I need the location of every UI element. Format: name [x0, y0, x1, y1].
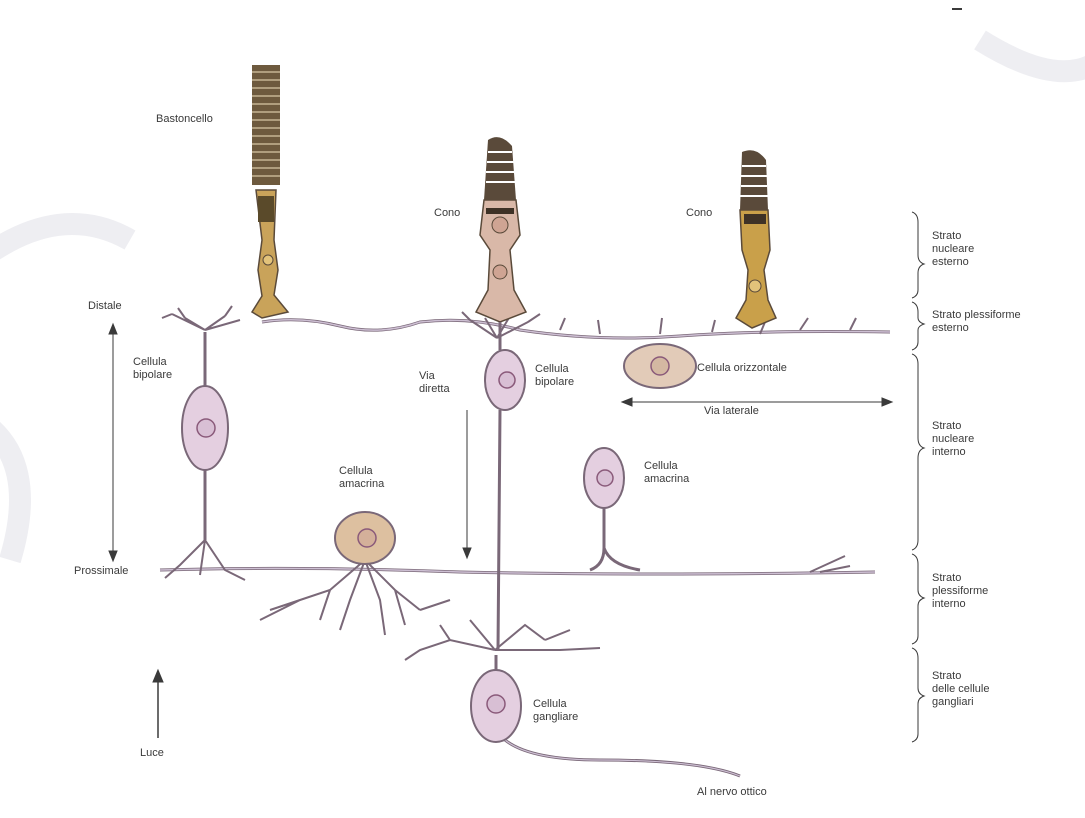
horizontal-cell — [624, 344, 696, 388]
layer-outer-nuclear: Strato nucleare esterno — [932, 230, 974, 269]
bipolar-label-left: Cellula bipolare — [133, 356, 172, 382]
ganglion-cell — [471, 655, 740, 776]
cone-label-right: Cono — [686, 207, 712, 220]
horizontal-cell-label: Cellula orizzontale — [697, 362, 787, 375]
rod-label: Bastoncello — [156, 113, 213, 126]
layer-braces — [912, 212, 924, 742]
layer-inner-nuclear: Strato nucleare interno — [932, 420, 974, 459]
distal-label: Distale — [88, 300, 122, 313]
light-label: Luce — [140, 747, 164, 760]
layer-inner-plexiform: Strato plessiforme interno — [932, 572, 988, 611]
bipolar-cell-left — [182, 332, 228, 540]
rod-cell — [252, 65, 288, 318]
cone-cell-right — [736, 150, 776, 328]
amacrine-label-right: Cellula amacrina — [644, 460, 689, 486]
bipolar-cell-center — [485, 322, 525, 650]
amacrine-label-left: Cellula amacrina — [339, 465, 384, 491]
inner-plexiform-processes — [160, 540, 875, 660]
layer-outer-plexiform: Strato plessiforme esterno — [932, 309, 1021, 335]
bipolar-label-center: Cellula bipolare — [535, 363, 574, 389]
ganglion-label: Cellula gangliare — [533, 698, 578, 724]
layer-ganglion-cells: Strato delle cellule gangliari — [932, 670, 989, 709]
proximal-label: Prossimale — [74, 565, 128, 578]
cone-label-center: Cono — [434, 207, 460, 220]
amacrine-cell-left — [335, 512, 395, 564]
lateral-pathway-label: Via laterale — [704, 405, 759, 418]
amacrine-cell-right — [584, 448, 640, 570]
optic-nerve-label: Al nervo ottico — [697, 786, 767, 799]
direct-pathway-label: Via diretta — [419, 370, 450, 396]
cone-cell-center — [476, 137, 526, 322]
